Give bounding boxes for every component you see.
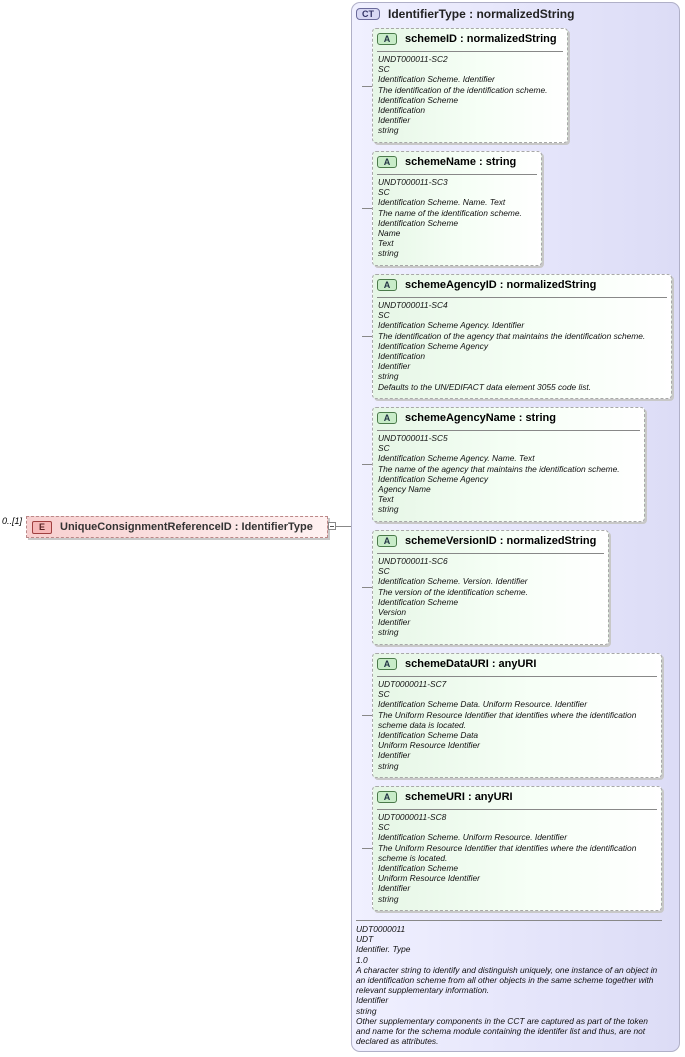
complex-type-header: CT IdentifierType : normalizedString: [356, 6, 574, 22]
attribute-icon: A: [377, 658, 397, 670]
attribute-icon: A: [377, 535, 397, 547]
attribute-icon: A: [377, 156, 397, 168]
complex-type-title: IdentifierType : normalizedString: [388, 7, 575, 21]
element-node[interactable]: E UniqueConsignmentReferenceID : Identif…: [26, 516, 328, 538]
attribute-title: schemeAgencyName : string: [405, 412, 556, 424]
complex-type-documentation: UDT0000011 UDT Identifier. Type 1.0 A ch…: [356, 920, 662, 1046]
attribute-connector: [362, 208, 372, 209]
attribute-title: schemeName : string: [405, 156, 517, 168]
attribute-connector: [362, 464, 372, 465]
element-icon: E: [32, 520, 52, 534]
attribute-icon: A: [377, 279, 397, 291]
connector-line: [336, 526, 362, 527]
attribute-icon: A: [377, 791, 397, 803]
attribute-title: schemeVersionID : normalizedString: [405, 535, 597, 547]
attribute-connector: [362, 715, 372, 716]
element-title: UniqueConsignmentReferenceID : Identifie…: [60, 521, 313, 533]
attribute-icon: A: [377, 412, 397, 424]
attribute-title: schemeURI : anyURI: [405, 791, 513, 803]
attribute-connector: [362, 86, 372, 87]
complex-type-icon: CT: [356, 8, 380, 20]
collapse-toggle-icon[interactable]: [328, 522, 336, 530]
attribute-title: schemeAgencyID : normalizedString: [405, 279, 597, 291]
attribute-connector: [362, 587, 372, 588]
attribute-connector: [362, 336, 372, 337]
attribute-title: schemeID : normalizedString: [405, 33, 557, 45]
attribute-title: schemeDataURI : anyURI: [405, 658, 537, 670]
attribute-icon: A: [377, 33, 397, 45]
attribute-connector: [362, 848, 372, 849]
occurrence-label: 0..[1]: [2, 516, 23, 526]
